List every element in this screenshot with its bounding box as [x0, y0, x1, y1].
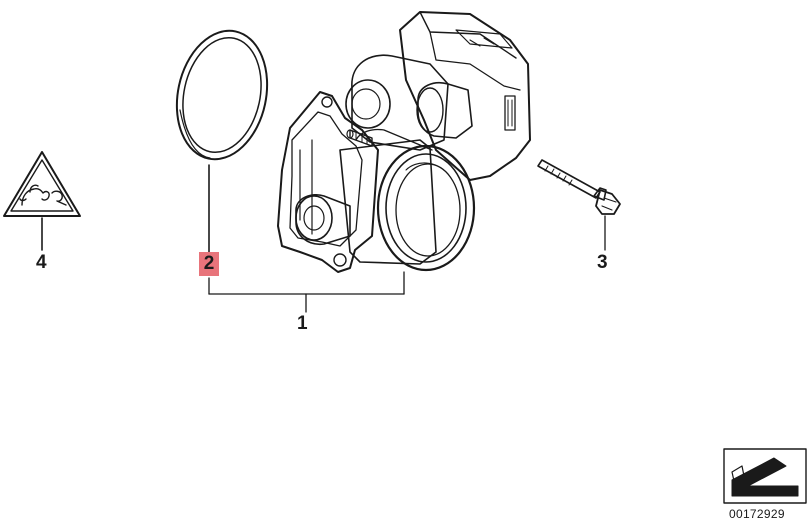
callout-4: 4	[36, 252, 47, 273]
throttle-body-drawing	[277, 11, 531, 273]
callout-3: 3	[597, 252, 608, 273]
bolt-drawing	[537, 159, 621, 215]
caution-triangle-icon	[3, 151, 81, 217]
callout-1: 1	[297, 313, 308, 334]
gasket-ring-drawing	[175, 29, 269, 161]
diagram-number: 00172929	[729, 507, 785, 521]
assembly-bracket	[208, 271, 405, 313]
callout-2: 2	[199, 252, 219, 276]
direction-arrow-icon	[723, 448, 807, 504]
